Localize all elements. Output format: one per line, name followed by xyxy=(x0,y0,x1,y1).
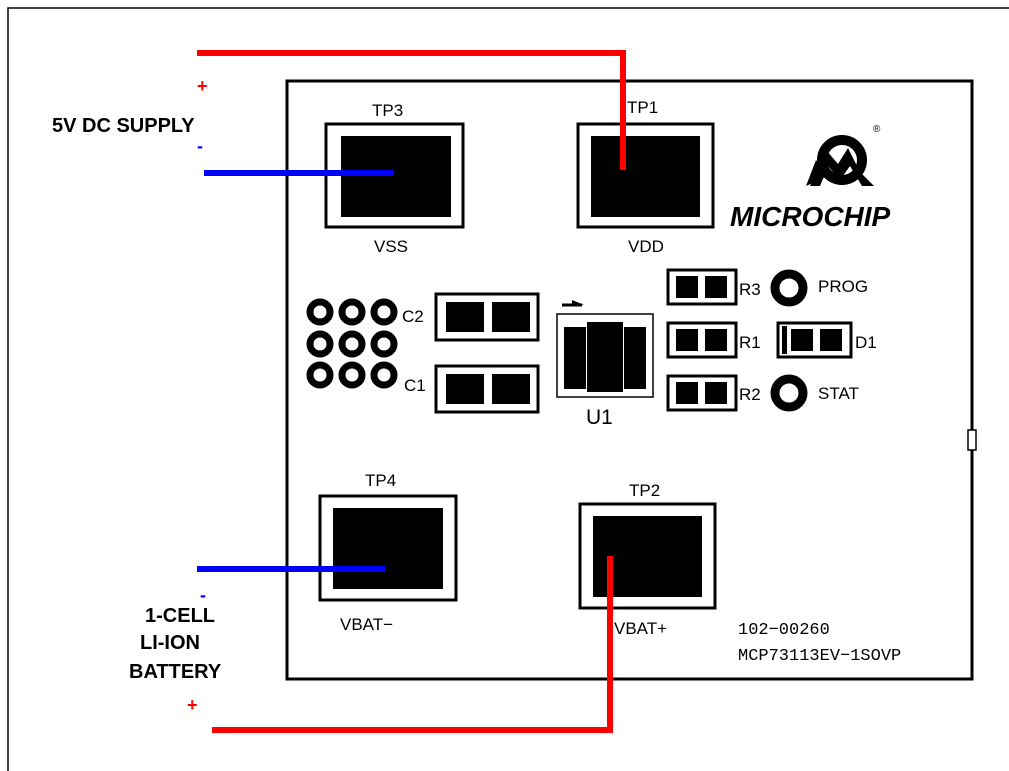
r3-pad-right xyxy=(705,276,727,298)
header-pin xyxy=(306,298,334,326)
r2-label: R2 xyxy=(739,385,761,404)
battery-label-line2: LI-ION xyxy=(140,632,200,654)
c1-pad-left xyxy=(446,374,484,404)
header-pin xyxy=(306,361,334,389)
d1-pad-right xyxy=(820,329,842,351)
supply-minus-sign: - xyxy=(197,136,203,156)
battery-plus-sign: + xyxy=(187,695,198,715)
header-pin xyxy=(338,298,366,326)
supply-positive-wire xyxy=(197,50,626,170)
r3-label: R3 xyxy=(739,280,761,299)
header-pin xyxy=(370,361,398,389)
u1-pad-center xyxy=(587,322,623,392)
tp3-label: TP3 xyxy=(372,101,403,120)
r1-pad-left xyxy=(676,329,698,351)
c2-pad-right xyxy=(492,302,530,332)
vdd-label: VDD xyxy=(628,237,664,256)
tp2-label: TP2 xyxy=(629,481,660,500)
battery-label-line3: BATTERY xyxy=(129,661,222,683)
c2-pad-left xyxy=(446,302,484,332)
u1-pin1-arrow-icon xyxy=(562,300,584,307)
microchip-logo-icon xyxy=(806,135,874,186)
header-pins xyxy=(306,298,398,389)
vbat-plus-label: VBAT+ xyxy=(614,619,667,638)
microchip-wordmark: MICROCHIP xyxy=(730,201,891,232)
c1-pad-right xyxy=(492,374,530,404)
r1-label: R1 xyxy=(739,333,761,352)
c2-label: C2 xyxy=(402,307,424,326)
battery-label-line1: 1-CELL xyxy=(145,605,215,627)
tp3-pad xyxy=(341,136,451,217)
supply-plus-sign: + xyxy=(197,76,208,96)
vbat-minus-label: VBAT− xyxy=(340,615,393,634)
registered-mark: ® xyxy=(873,124,881,135)
prog-label: PROG xyxy=(818,277,868,296)
pcb-outline xyxy=(285,79,974,681)
battery-positive-wire xyxy=(212,556,613,733)
u1-label: U1 xyxy=(586,406,613,429)
tp4-label: TP4 xyxy=(365,471,396,490)
header-pin xyxy=(338,361,366,389)
c1-label: C1 xyxy=(404,376,426,395)
header-pin xyxy=(338,330,366,358)
r2-pad-right xyxy=(705,382,727,404)
d1-pad-left xyxy=(791,329,813,351)
d1-label: D1 xyxy=(855,333,877,352)
supply-title: 5V DC SUPPLY xyxy=(52,115,195,137)
stat-testpoint xyxy=(770,374,808,412)
model-number: MCP73113EV−1SOVP xyxy=(738,647,901,666)
prog-testpoint xyxy=(770,269,808,307)
r3-pad-left xyxy=(676,276,698,298)
d1-cathode-bar xyxy=(782,326,787,354)
r2-pad-left xyxy=(676,382,698,404)
tp4-pad xyxy=(333,508,443,589)
vss-label: VSS xyxy=(374,237,408,256)
u1-pad-left xyxy=(564,327,586,389)
stat-label: STAT xyxy=(818,384,859,403)
header-pin xyxy=(306,330,334,358)
tp1-pad xyxy=(591,136,700,217)
r1-pad-right xyxy=(705,329,727,351)
part-number: 102−00260 xyxy=(738,621,830,640)
header-pin xyxy=(370,298,398,326)
outer-frame xyxy=(7,7,1009,771)
tp1-label: TP1 xyxy=(627,98,658,117)
u1-pad-right xyxy=(624,327,646,389)
battery-minus-sign: - xyxy=(200,585,206,605)
pcb-edge-notch xyxy=(967,429,977,451)
header-pin xyxy=(370,330,398,358)
